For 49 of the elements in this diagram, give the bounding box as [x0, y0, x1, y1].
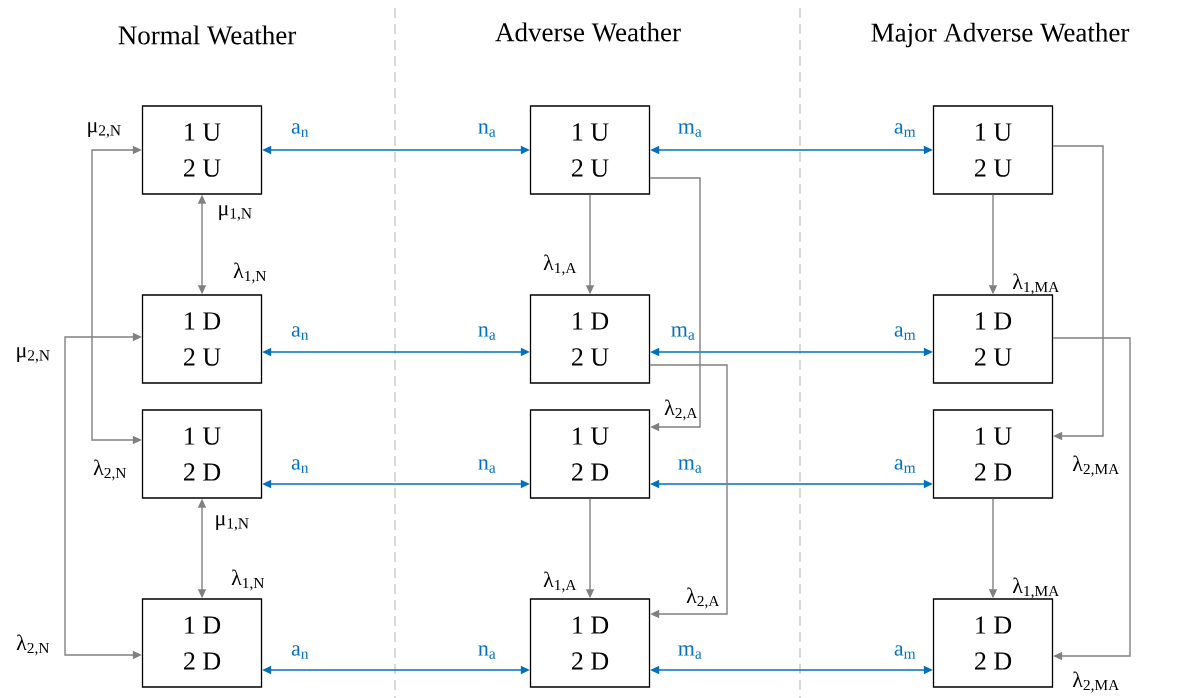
rate-label: m$_{a}$ [678, 645, 702, 659]
rate-label: a$_{m}$ [894, 645, 916, 659]
arrow [649, 364, 728, 619]
state-box: 1 U 2 D [529, 409, 651, 499]
column-title: Adverse Weather [495, 22, 681, 42]
state-box: 1 U 2 D [932, 409, 1054, 499]
rate-label: m$_{a}$ [678, 459, 702, 473]
rate-label: a$_{n}$ [291, 326, 309, 340]
rate-label: m$_{a}$ [678, 123, 702, 137]
arrow [1052, 145, 1104, 441]
state-box: 1 D 2 D [932, 598, 1054, 688]
rate-label: a$_{n}$ [291, 645, 309, 659]
rate-label: a$_{m}$ [894, 459, 916, 473]
state-box: 1 U 2 U [529, 105, 651, 195]
rate-label: λ$_{2,A}$ [664, 399, 698, 421]
state-box: 1 D 2 D [529, 598, 651, 688]
rate-label: n$_{a}$ [478, 123, 496, 137]
rate-label: λ$_{2,N}$ [16, 634, 50, 656]
rate-label: λ$_{1,MA}$ [1012, 273, 1060, 295]
rate-label: n$_{a}$ [478, 459, 496, 473]
state-box: 1 D 2 U [529, 294, 651, 384]
rate-label: a$_{m}$ [894, 123, 916, 137]
rate-label: μ$_{2,N}$ [88, 122, 121, 138]
rate-label: n$_{a}$ [478, 326, 496, 340]
state-box: 1 U 2 D [141, 409, 263, 499]
column-title: Major Adverse Weather [871, 22, 1130, 48]
rate-label: λ$_{1,A}$ [543, 254, 577, 276]
state-box: 1 U 2 U [932, 105, 1054, 195]
rate-label: λ$_{2,A}$ [686, 587, 720, 609]
rate-label: a$_{n}$ [291, 123, 309, 137]
column-title: Normal Weather [118, 25, 297, 45]
rate-label: λ$_{1,MA}$ [1012, 577, 1060, 599]
rate-label: μ$_{1,N}$ [219, 205, 252, 221]
arrow [649, 177, 701, 432]
rate-label: m$_{a}$ [671, 326, 695, 340]
rate-label: λ$_{2,MA}$ [1072, 671, 1120, 693]
arrow [1052, 337, 1131, 661]
rate-label: λ$_{2,N}$ [93, 459, 127, 481]
rate-label: λ$_{2,MA}$ [1072, 455, 1120, 477]
state-box: 1 D 2 U [932, 294, 1054, 384]
state-box: 1 D 2 U [141, 294, 263, 384]
state-box: 1 D 2 D [141, 598, 263, 688]
rate-label: a$_{m}$ [894, 326, 916, 340]
rate-label: a$_{n}$ [291, 459, 309, 473]
rate-label: n$_{a}$ [478, 645, 496, 659]
state-box: 1 U 2 U [141, 105, 263, 195]
rate-label: μ$_{2,N}$ [17, 347, 50, 363]
rate-label: μ$_{1,N}$ [216, 515, 249, 531]
rate-label: λ$_{1,A}$ [543, 571, 577, 593]
